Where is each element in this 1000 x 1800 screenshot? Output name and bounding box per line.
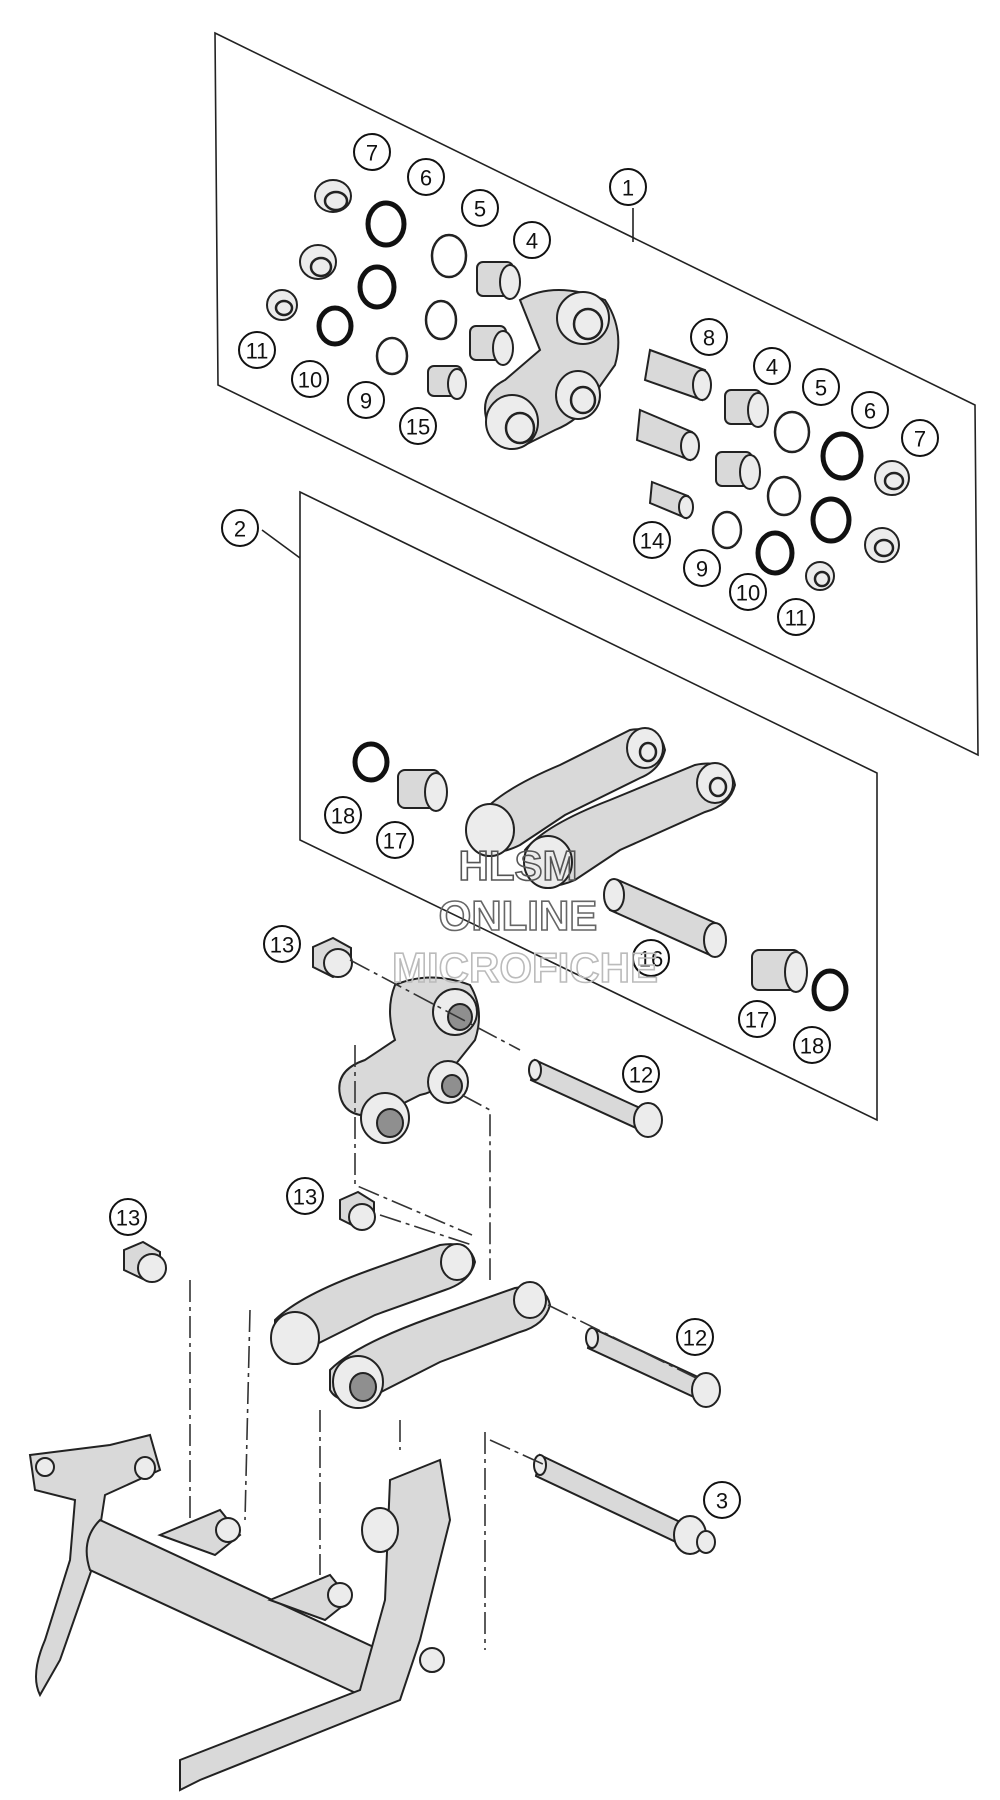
- svg-text:12: 12: [683, 1326, 707, 1351]
- callout-8: 8: [690, 318, 728, 356]
- svg-text:9: 9: [696, 557, 708, 582]
- svg-text:15: 15: [406, 415, 430, 440]
- callout-18-left: 18: [324, 796, 362, 834]
- svg-text:14: 14: [640, 529, 664, 554]
- callout-12-bottom: 12: [676, 1318, 714, 1356]
- kit-1-parts: [266, 179, 910, 591]
- watermark: HLSM ONLINE MICROFICHE: [391, 841, 659, 992]
- svg-text:13: 13: [293, 1185, 317, 1210]
- svg-text:17: 17: [745, 1008, 769, 1033]
- callout-7-right: 7: [901, 419, 939, 457]
- svg-text:10: 10: [736, 581, 760, 606]
- svg-text:5: 5: [474, 197, 486, 222]
- watermark-line-3: MICROFICHE: [392, 944, 658, 991]
- callout-10-right: 10: [729, 573, 767, 611]
- svg-text:12: 12: [629, 1063, 653, 1088]
- callout-5-right: 5: [802, 368, 840, 406]
- callout-17-left: 17: [376, 821, 414, 859]
- callout-16: 16: [632, 939, 670, 977]
- svg-text:1: 1: [622, 176, 634, 201]
- callout-11-right: 11: [777, 598, 815, 636]
- svg-text:11: 11: [785, 606, 808, 631]
- callout-7-left: 7: [353, 133, 391, 171]
- svg-text:7: 7: [914, 427, 926, 452]
- callout-13-left: 13: [109, 1198, 147, 1236]
- callouts: 1 7 6 5 4 11 10 9 15 8 4 5 6 7 14 9 10 1…: [109, 133, 939, 1519]
- callout-13-top: 13: [263, 925, 301, 963]
- svg-text:18: 18: [331, 804, 355, 829]
- svg-text:10: 10: [298, 368, 322, 393]
- callout-13-mid: 13: [286, 1177, 324, 1215]
- callout-9-right: 9: [683, 549, 721, 587]
- svg-text:7: 7: [366, 141, 378, 166]
- callout-6-right: 6: [851, 391, 889, 429]
- svg-text:6: 6: [420, 166, 432, 191]
- callout-11-left: 11: [238, 331, 276, 369]
- svg-text:4: 4: [766, 355, 778, 380]
- callout-9-left: 9: [347, 381, 385, 419]
- svg-text:13: 13: [116, 1206, 140, 1231]
- alignment-lines: [189, 959, 701, 1650]
- svg-text:4: 4: [526, 229, 538, 254]
- kit-1-frame: [214, 31, 979, 757]
- kit-2-parts: [352, 727, 849, 1012]
- svg-text:17: 17: [383, 829, 407, 854]
- callout-15: 15: [399, 407, 437, 445]
- callout-17-right: 17: [738, 1000, 776, 1038]
- svg-text:2: 2: [234, 517, 246, 542]
- svg-text:5: 5: [815, 376, 827, 401]
- callout-1: 1: [609, 168, 647, 206]
- callout-18-right: 18: [793, 1026, 831, 1064]
- svg-text:13: 13: [270, 933, 294, 958]
- lower-assembly: [28, 936, 721, 1792]
- svg-text:16: 16: [639, 947, 663, 972]
- svg-text:8: 8: [703, 326, 715, 351]
- callout-12-top: 12: [622, 1055, 660, 1093]
- callout-10-left: 10: [291, 360, 329, 398]
- callout-5-left: 5: [461, 189, 499, 227]
- watermark-line-1: HLSM: [459, 842, 578, 889]
- callout-3: 3: [703, 1481, 741, 1519]
- svg-text:6: 6: [864, 399, 876, 424]
- svg-text:11: 11: [246, 339, 269, 364]
- callout-2: 2: [221, 509, 259, 547]
- watermark-line-2: ONLINE: [439, 892, 598, 939]
- leader-2: [261, 529, 301, 559]
- callout-14: 14: [633, 521, 671, 559]
- callout-6-left: 6: [407, 158, 445, 196]
- callout-4-left: 4: [513, 221, 551, 259]
- svg-text:3: 3: [716, 1489, 728, 1514]
- svg-text:18: 18: [800, 1034, 824, 1059]
- callout-4-right: 4: [753, 347, 791, 385]
- kit-2-frame: [299, 490, 878, 1122]
- svg-text:9: 9: [360, 389, 372, 414]
